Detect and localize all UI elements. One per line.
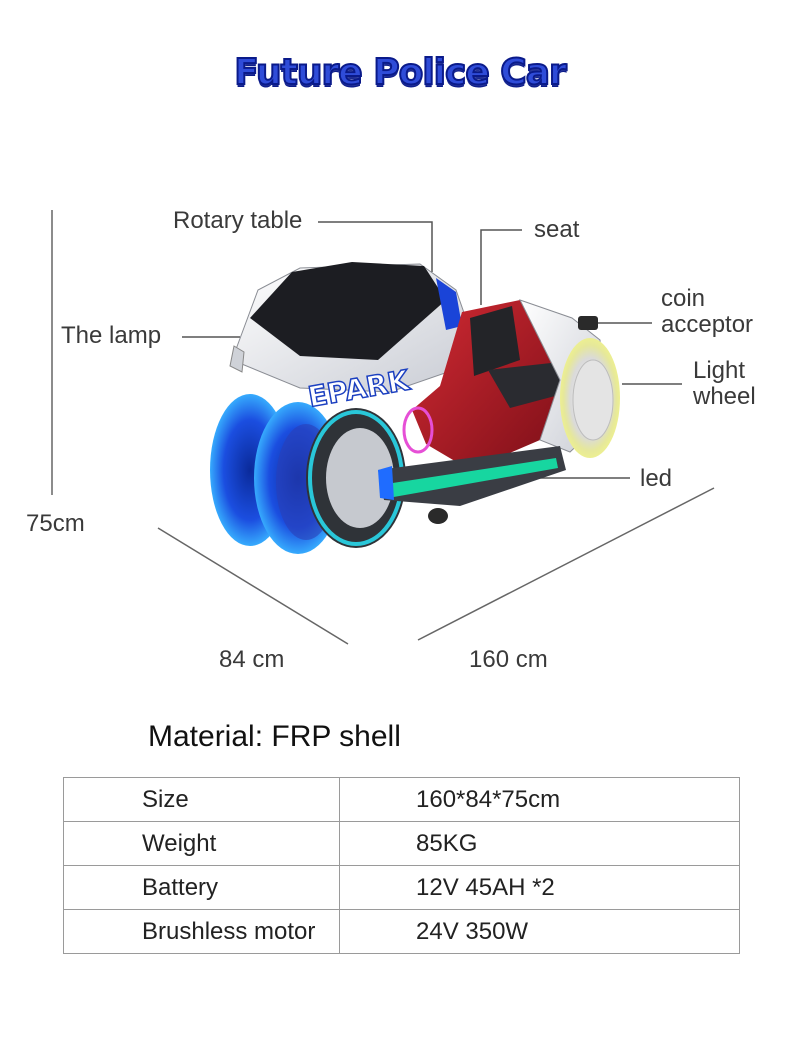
spec-key: Weight (63, 821, 340, 866)
table-row: Brushless motor 24V 350W (63, 909, 740, 954)
product-drawing: EPARK (51, 210, 715, 645)
spec-value: 24V 350W (339, 909, 740, 954)
led-label: led (640, 465, 673, 492)
rotary-table-label: Rotary table (173, 207, 303, 234)
width-dimension-line (157, 527, 349, 645)
coin-acceptor-label-line1: coin (661, 285, 706, 312)
lamp-label: The lamp (61, 322, 162, 349)
spec-value: 85KG (339, 821, 740, 866)
rotary-table-leader (318, 221, 433, 272)
spec-value: 12V 45AH *2 (339, 865, 740, 910)
table-row: Weight 85KG (63, 821, 740, 866)
spec-value: 160*84*75cm (339, 777, 740, 822)
vehicle-illustration: EPARK (210, 262, 620, 554)
table-row: Battery 12V 45AH *2 (63, 865, 740, 910)
material-heading: Material: FRP shell (148, 720, 401, 753)
height-dimension-value: 75cm (26, 510, 85, 537)
light-wheel-label-line1: Light (693, 357, 746, 384)
spec-key: Brushless motor (63, 909, 340, 954)
spec-key: Battery (63, 865, 340, 910)
seat-leader (480, 229, 522, 305)
coin-acceptor-label-line2: acceptor (661, 311, 754, 338)
page-title: Future Police Car (233, 51, 568, 94)
spec-table: Size 160*84*75cm Weight 85KG Battery 12V… (63, 777, 740, 954)
width-dimension-value: 84 cm (219, 646, 285, 673)
length-dimension-line (417, 487, 715, 641)
length-dimension-value: 160 cm (469, 646, 548, 673)
spec-key: Size (63, 777, 340, 822)
table-row: Size 160*84*75cm (63, 777, 740, 822)
light-wheel-label-line2: wheel (693, 383, 756, 410)
seat-label: seat (534, 216, 580, 243)
